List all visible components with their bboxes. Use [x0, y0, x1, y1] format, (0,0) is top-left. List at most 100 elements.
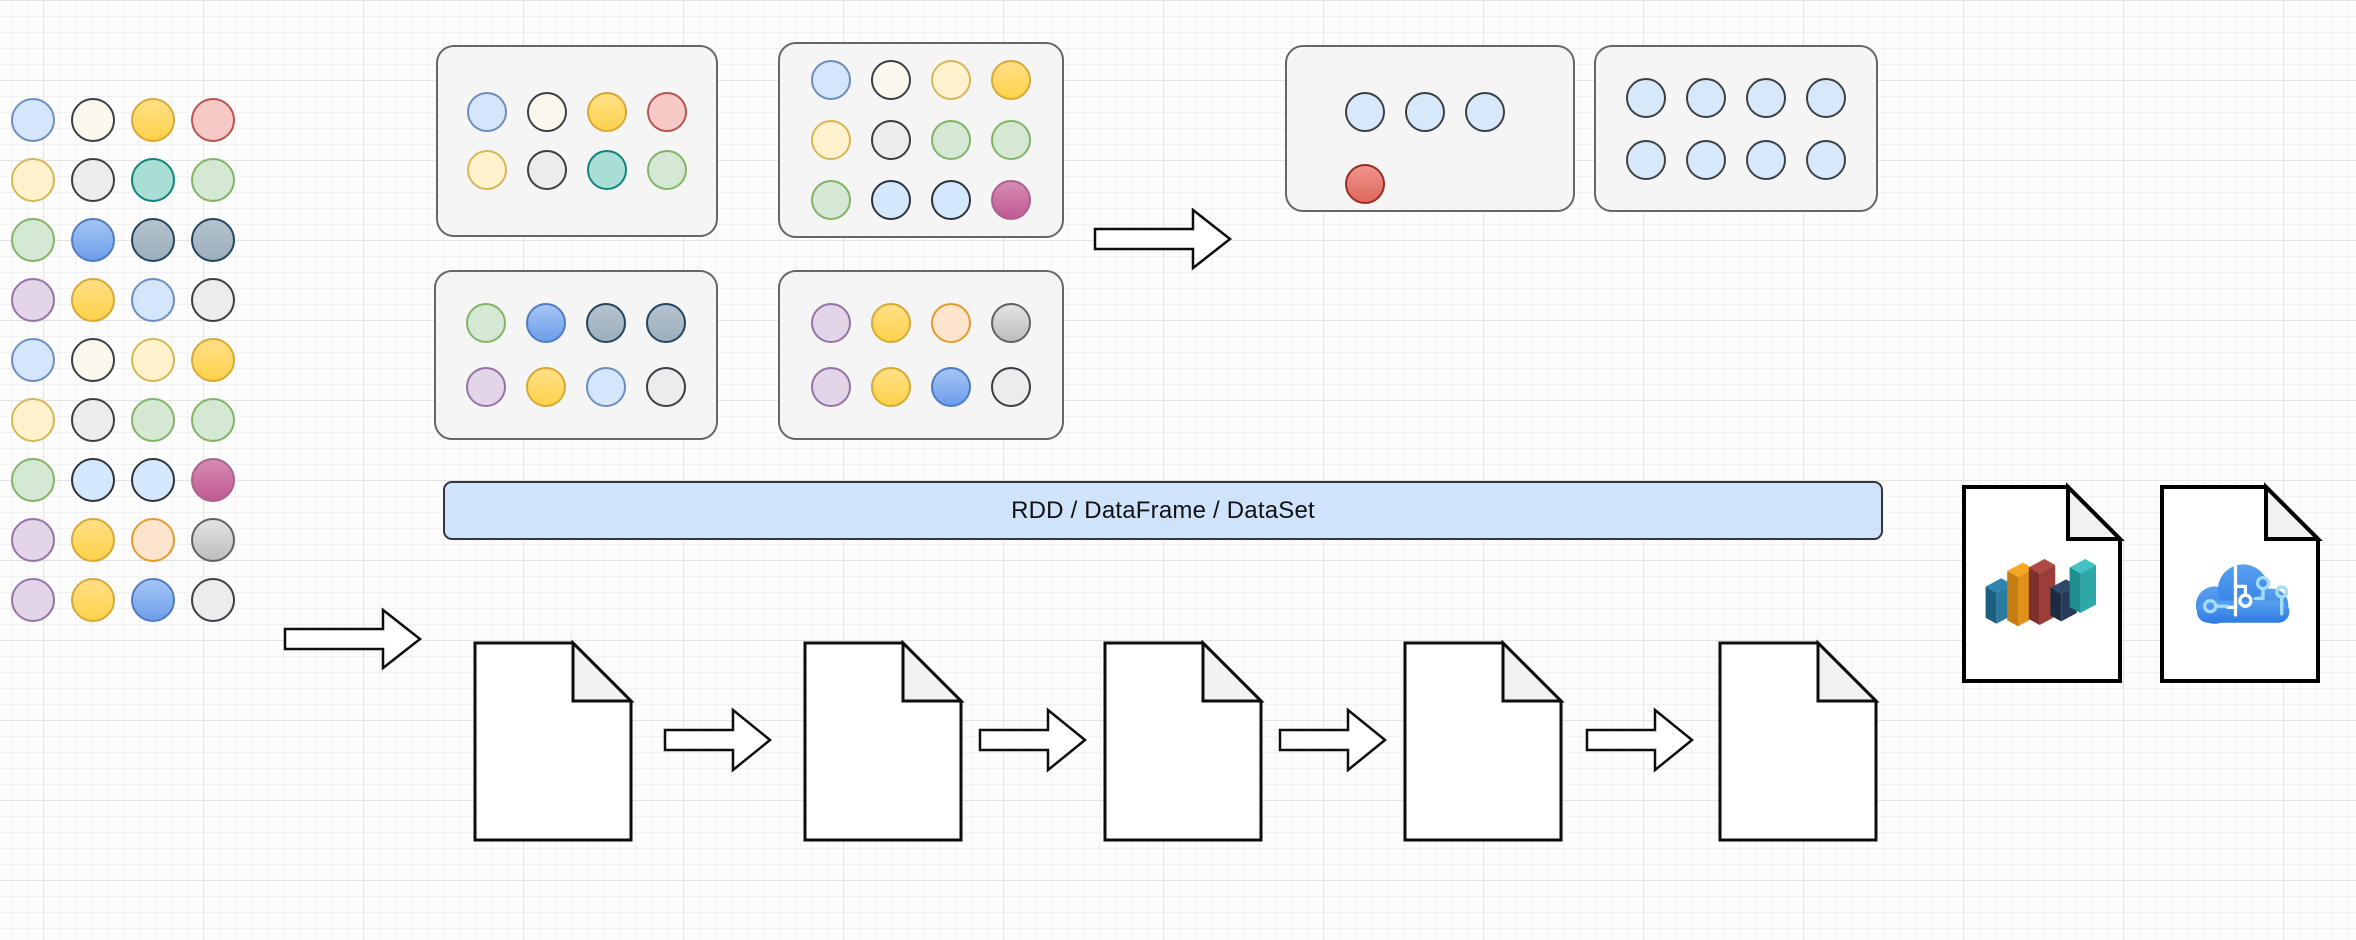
data-point-circle-teal [131, 158, 175, 202]
data-point-circle-bluedark [931, 180, 971, 220]
data-point-circle-lightgray [191, 278, 235, 322]
result-1-circles [1345, 92, 1505, 204]
data-point-circle-resultblue [1746, 77, 1786, 118]
data-point-circle-purple [11, 578, 55, 622]
document-shape-3 [1103, 639, 1265, 842]
data-point-circle-peach [131, 518, 175, 562]
data-point-circle-peach [931, 303, 971, 343]
partition-1-circles [467, 92, 687, 190]
data-point-circle-green [466, 303, 506, 343]
data-point-circle-lightgray [191, 578, 235, 622]
circle-row [1626, 139, 1846, 180]
data-point-circle-lightgray [991, 367, 1031, 407]
circle-row [1626, 77, 1846, 118]
data-point-circle-gray [191, 518, 235, 562]
ml-cloud-file-icon [2160, 482, 2323, 683]
data-point-circle-green [991, 120, 1031, 160]
input-arrow-icon [283, 607, 423, 671]
data-point-circle-purple [11, 278, 55, 322]
data-point-circle-green [811, 180, 851, 220]
circle-row [1345, 92, 1505, 132]
circle-row [11, 158, 235, 202]
circle-row [467, 150, 687, 190]
circle-row [11, 338, 235, 382]
data-point-circle-yellow [71, 518, 115, 562]
data-point-circle-yellow [871, 303, 911, 343]
step-arrow-icon-4 [1585, 707, 1694, 773]
data-point-circle-lightgray [646, 367, 686, 407]
data-point-circle-gray [991, 303, 1031, 343]
data-point-circle-purple [811, 303, 851, 343]
data-point-circle-lightyellow [11, 158, 55, 202]
circle-row [811, 367, 1031, 407]
circle-row [467, 92, 687, 132]
circle-row [811, 180, 1031, 220]
partition-box-2 [778, 42, 1064, 238]
source-data-grid [11, 98, 235, 622]
data-point-circle-resultblue [1345, 92, 1385, 132]
analytics-file-icon [1962, 482, 2125, 683]
data-point-circle-green [11, 218, 55, 262]
data-point-circle-bluedark [131, 458, 175, 502]
data-point-circle-resultblue [1806, 139, 1846, 180]
partition-3-circles [466, 303, 686, 407]
document-shape-2 [803, 639, 965, 842]
data-point-circle-slate [191, 218, 235, 262]
data-point-circle-yellow [71, 578, 115, 622]
data-point-circle-green [931, 120, 971, 160]
data-point-circle-magenta [191, 458, 235, 502]
data-point-circle-resultblue [1465, 92, 1505, 132]
circle-row [811, 303, 1031, 343]
partition-box-1 [436, 45, 718, 237]
data-point-circle-lightyellow [811, 120, 851, 160]
rdd-bar-label: RDD / DataFrame / DataSet [1011, 496, 1315, 524]
circle-row [811, 60, 1031, 100]
data-point-circle-resultblue [1626, 77, 1666, 118]
data-point-circle-green [11, 458, 55, 502]
data-point-circle-cream [527, 92, 567, 132]
partition-box-4 [778, 270, 1064, 440]
data-point-circle-yellow [191, 338, 235, 382]
data-point-circle-yellow [587, 92, 627, 132]
data-point-circle-resultblue [1806, 77, 1846, 118]
data-point-circle-blue [71, 218, 115, 262]
circle-row [1345, 164, 1385, 204]
data-point-circle-blue [931, 367, 971, 407]
data-point-circle-resultred [1345, 164, 1385, 204]
data-point-circle-lightgray [871, 120, 911, 160]
data-point-circle-bluedark [871, 180, 911, 220]
data-point-circle-magenta [991, 180, 1031, 220]
data-point-circle-green [191, 158, 235, 202]
data-point-circle-cream [871, 60, 911, 100]
data-point-circle-lightblue [467, 92, 507, 132]
circle-row [811, 120, 1031, 160]
circle-row [466, 367, 686, 407]
step-arrow-icon-1 [663, 707, 772, 773]
document-shape-4 [1403, 639, 1565, 842]
data-point-circle-yellow [526, 367, 566, 407]
data-point-circle-bluedark [71, 458, 115, 502]
data-point-circle-lightyellow [131, 338, 175, 382]
data-point-circle-slate [586, 303, 626, 343]
circle-row [466, 303, 686, 343]
data-point-circle-cream [71, 338, 115, 382]
data-point-circle-slate [131, 218, 175, 262]
data-point-circle-yellow [71, 278, 115, 322]
data-point-circle-yellow [991, 60, 1031, 100]
data-point-circle-lightblue [586, 367, 626, 407]
data-point-circle-purple [811, 367, 851, 407]
data-point-circle-lightgray [71, 398, 115, 442]
result-2-circles [1626, 77, 1846, 180]
data-point-circle-green [191, 398, 235, 442]
data-point-circle-lightyellow [11, 398, 55, 442]
result-box-1 [1285, 45, 1575, 212]
data-point-circle-resultblue [1746, 139, 1786, 180]
data-point-circle-slate [646, 303, 686, 343]
bar-chart-logo-icon [1985, 559, 2096, 627]
data-point-circle-lightyellow [467, 150, 507, 190]
data-point-circle-yellow [131, 98, 175, 142]
partition-2-circles [811, 60, 1031, 220]
circle-row [11, 218, 235, 262]
step-arrow-icon-3 [1278, 707, 1387, 773]
